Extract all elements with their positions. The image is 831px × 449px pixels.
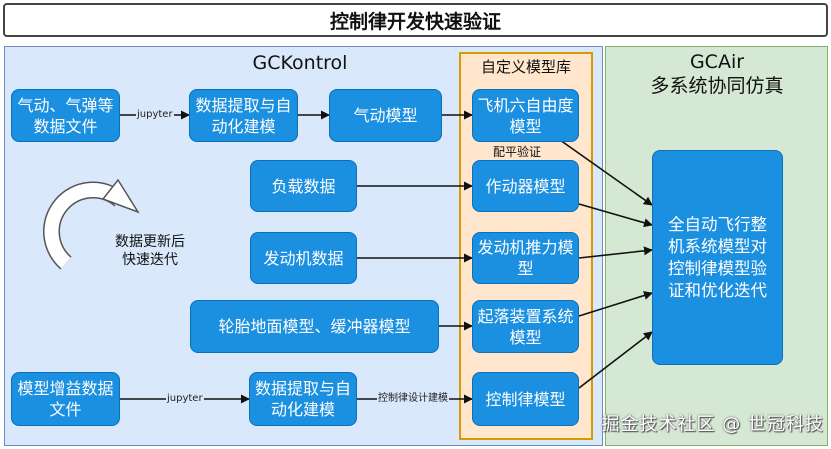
model-library-label: 自定义模型库 [480, 58, 571, 76]
load-data-box: 负载数据 [250, 160, 357, 212]
aero-model-box: 气动模型 [329, 89, 442, 142]
iterate-label: 数据更新后 [115, 234, 185, 250]
model-gain-data-box: 模型增益数据文件 [11, 372, 120, 426]
actuator-model-box: 作动器模型 [472, 160, 579, 212]
six-dof-model-box: 飞机六自由度模型 [472, 89, 579, 142]
gcair-label: GCAir [689, 51, 745, 73]
data-extract-modeling-box-2: 数据提取与自动化建模 [249, 372, 357, 426]
iterate-label-2: 快速迭代 [122, 252, 178, 268]
arrow-actuator-to-system [578, 203, 653, 228]
engine-thrust-model-box: 发动机推力模型 [472, 232, 579, 284]
arrow-six-dof-to-system [559, 139, 653, 206]
circular-arrow-icon [43, 178, 140, 270]
control-law-model-box: 控制律模型 [472, 372, 579, 426]
control-design-label: 控制律设计建模 [377, 393, 449, 405]
tire-ground-model-box: 轮胎地面模型、缓冲器模型 [190, 300, 439, 353]
full-aircraft-system-box: 全自动飞行整机系统模型对控制律模型验证和优化迭代 [652, 150, 783, 365]
page-title: 控制律开发快速验证 [3, 3, 828, 37]
aero-data-files-box: 气动、气弹等数据文件 [11, 89, 120, 142]
watermark: 掘金技术社区 @ 世冠科技 [601, 414, 824, 435]
arrow-control-to-system [578, 331, 653, 389]
landing-gear-model-box: 起落装置系统模型 [472, 300, 579, 353]
jupyter-label-1: jupyter [136, 109, 174, 121]
engine-data-box: 发动机数据 [250, 232, 357, 284]
data-extract-modeling-box: 数据提取与自动化建模 [189, 89, 298, 142]
jupyter-label-2: jupyter [166, 393, 204, 405]
arrow-landing-to-system [578, 291, 653, 317]
gckontrol-label: GCKontrol [252, 52, 348, 74]
trim-validation-label: 配平验证 [493, 145, 542, 159]
arrow-thrust-to-system [578, 246, 653, 259]
gcair-subtitle: 多系统协同仿真 [650, 75, 784, 97]
